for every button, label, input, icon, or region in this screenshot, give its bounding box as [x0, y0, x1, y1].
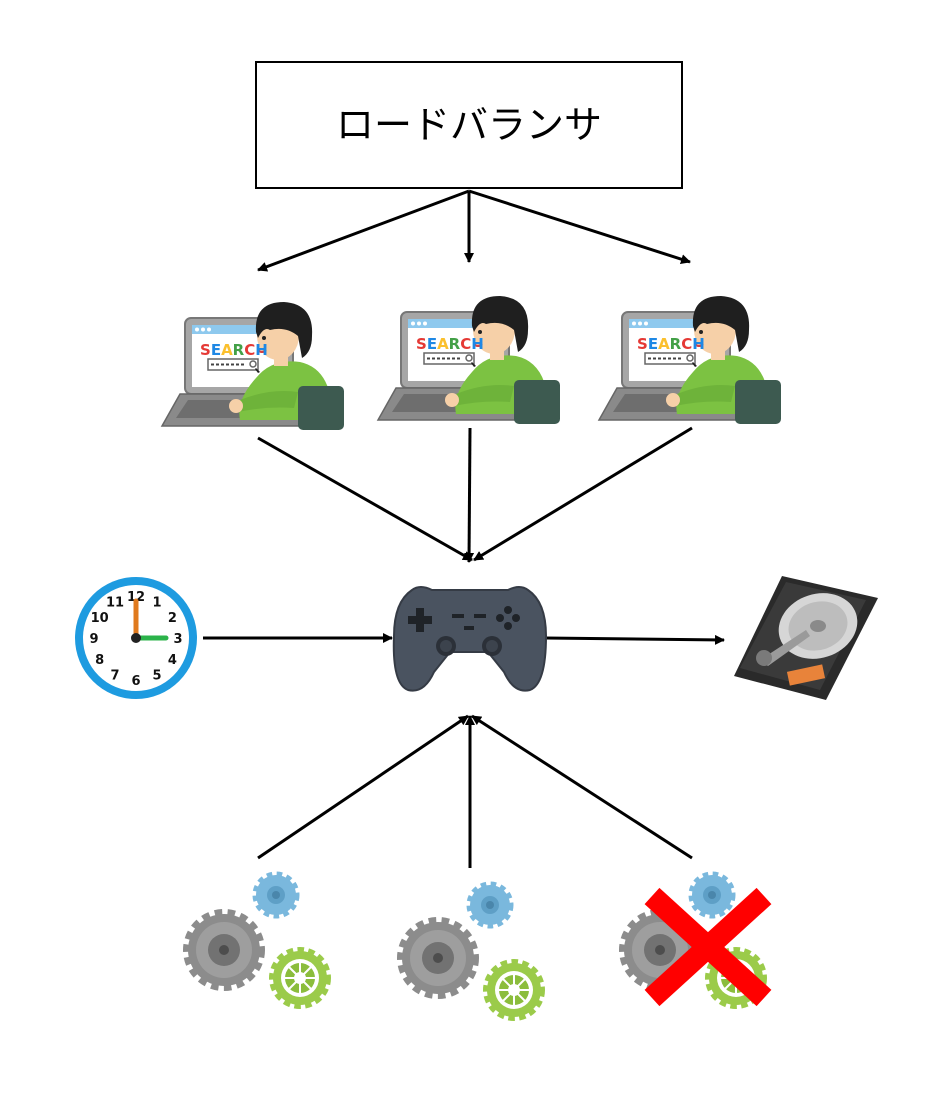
clock-numeral: 4 — [168, 653, 177, 668]
gears-group-3 — [624, 875, 772, 1007]
user-2: SEARCH — [377, 295, 561, 425]
gears-group-1 — [188, 875, 327, 1005]
gear-gray-icon — [402, 922, 474, 994]
gear-green-icon — [273, 951, 327, 1005]
hard-disk-icon — [734, 576, 878, 700]
game-controller-icon — [392, 586, 548, 692]
arrow-controller-to-disk — [544, 634, 725, 645]
gears-group-2 — [402, 885, 541, 1017]
arrow-user-2-to-controller — [464, 427, 475, 563]
clock-numeral: 12 — [127, 590, 145, 605]
gear-gray-icon — [188, 914, 260, 986]
clock-numeral: 1 — [152, 596, 161, 611]
clock-numeral: 6 — [131, 674, 140, 689]
arrow-gears-1-to-controller — [257, 714, 469, 860]
search-label: SEARCH — [200, 341, 268, 359]
clock-numeral: 11 — [106, 596, 124, 611]
failure-x-icon — [644, 887, 772, 1007]
arrows — [203, 189, 725, 868]
arrow-user-1-to-controller — [257, 436, 473, 562]
clock-numeral: 8 — [95, 653, 104, 668]
arrow-user-3-to-controller — [473, 426, 693, 562]
gear-blue-icon — [470, 885, 510, 925]
arrow-lb-to-user-3 — [468, 189, 691, 265]
load-balancer-node: ロードバランサ — [255, 61, 683, 189]
clock-numeral: 10 — [91, 611, 109, 626]
arrow-lb-to-user-1 — [257, 189, 470, 272]
clock-numeral: 5 — [152, 668, 161, 683]
arrow-gears-3-to-controller — [471, 714, 693, 860]
user-3: SEARCH — [598, 295, 782, 425]
gear-blue-icon — [256, 875, 296, 915]
clock-numeral: 3 — [173, 632, 182, 647]
clock-numeral: 2 — [168, 611, 177, 626]
clock-numeral: 9 — [89, 632, 98, 647]
clock-numeral: 7 — [110, 668, 119, 683]
load-balancer-box — [255, 61, 683, 189]
gear-blue-icon — [692, 875, 732, 915]
search-label: SEARCH — [416, 335, 484, 353]
search-label: SEARCH — [637, 335, 705, 353]
load-balancer-label: ロードバランサ — [336, 103, 602, 147]
gear-green-icon — [487, 963, 541, 1017]
user-1: SEARCH — [161, 301, 345, 431]
